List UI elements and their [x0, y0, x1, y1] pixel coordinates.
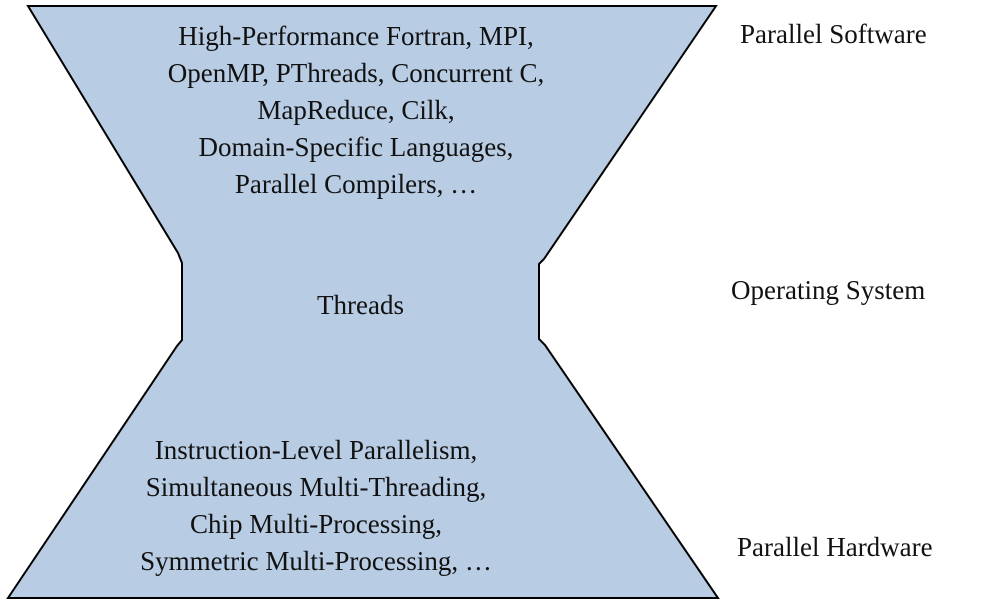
bottom-section-line: Simultaneous Multi-Threading,	[145, 472, 487, 502]
top-section-line: High-Performance Fortran, MPI,	[178, 21, 534, 51]
bottom-section-line: Symmetric Multi-Processing, …	[140, 546, 492, 576]
side-label-operating-system: Operating System	[731, 275, 926, 305]
top-section-line: Domain-Specific Languages,	[198, 132, 514, 162]
top-section-line: Parallel Compilers, …	[234, 169, 478, 199]
bottom-section-line: Instruction-Level Parallelism,	[154, 435, 478, 465]
top-section-line: OpenMP, PThreads, Concurrent C,	[167, 58, 545, 88]
side-label-parallel-software: Parallel Software	[740, 19, 927, 49]
top-section-text: High-Performance Fortran, MPI, OpenMP, P…	[56, 18, 656, 203]
top-section-line: MapReduce, Cilk,	[257, 95, 455, 125]
bottom-section-line: Chip Multi-Processing,	[189, 509, 442, 539]
bottom-section-text: Instruction-Level Parallelism, Simultane…	[16, 432, 616, 580]
neck-label: Threads	[317, 290, 404, 320]
hourglass-shape	[6, 5, 720, 599]
side-label-parallel-hardware: Parallel Hardware	[737, 532, 933, 562]
